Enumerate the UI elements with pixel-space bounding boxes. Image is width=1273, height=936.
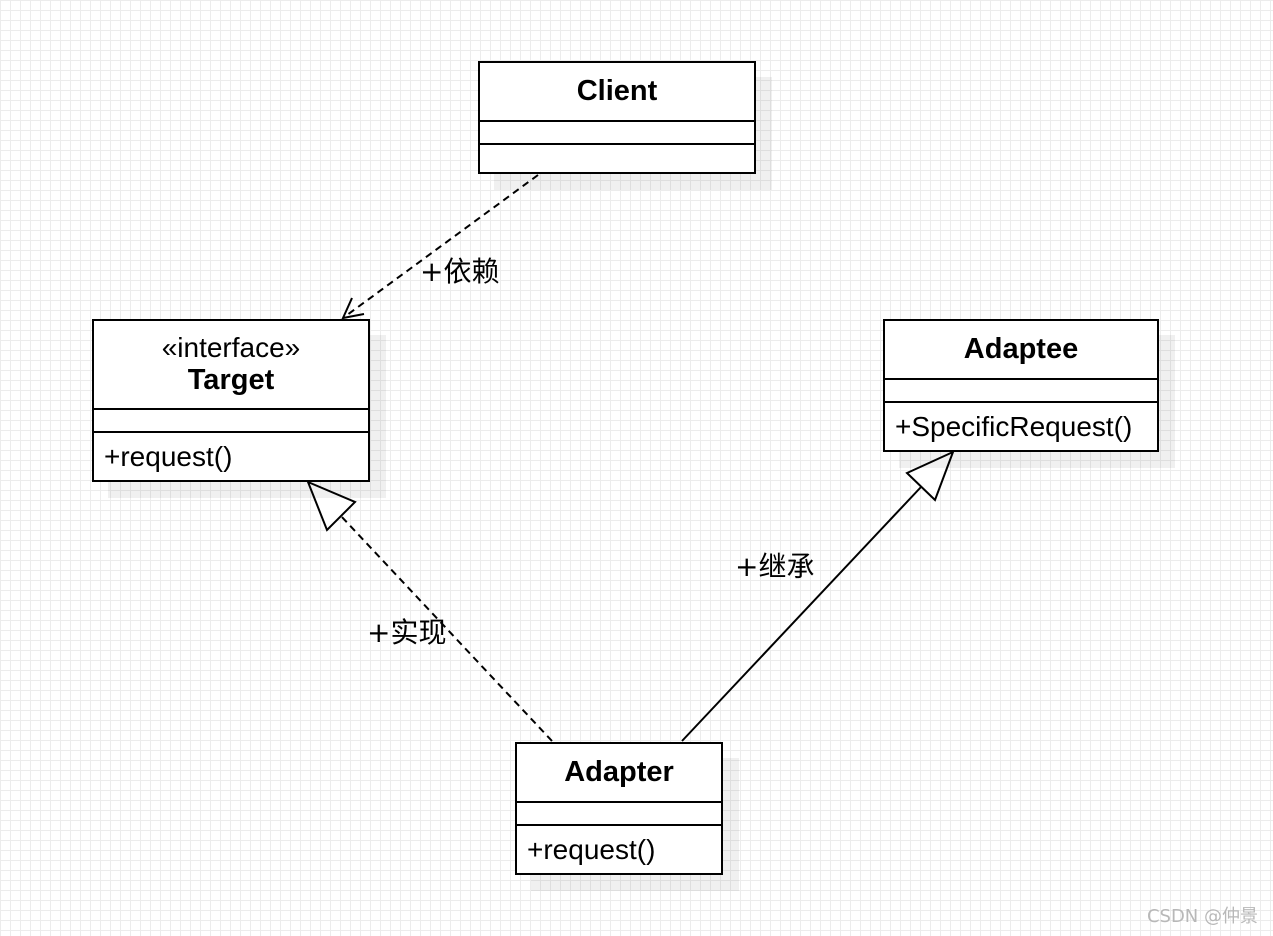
inheritance-label: +继承 — [735, 550, 815, 583]
adaptee-class[interactable]: Adaptee +SpecificRequest() — [883, 319, 1159, 452]
watermark: CSDN @仲景 — [1146, 906, 1258, 927]
adapter-method: +request() — [527, 833, 656, 865]
target-interface-header: «interface» Target — [94, 321, 368, 410]
adaptee-class-header: Adaptee — [885, 321, 1157, 380]
adaptee-method: +SpecificRequest() — [895, 410, 1133, 442]
realization-label: +实现 — [367, 616, 447, 649]
target-interface[interactable]: «interface» Target +request() — [92, 319, 370, 482]
target-method: +request() — [104, 440, 233, 472]
adapter-class-name: Adapter — [564, 755, 674, 788]
client-class[interactable]: Client — [478, 61, 756, 174]
dependency-label: +依赖 — [420, 255, 500, 288]
inheritance-connector[interactable] — [681, 450, 955, 742]
client-class-header: Client — [480, 63, 754, 122]
adapter-class-header: Adapter — [517, 744, 721, 803]
client-class-name: Client — [576, 74, 658, 107]
adaptee-attributes-compartment — [885, 380, 1157, 403]
realization-connector[interactable] — [306, 480, 553, 742]
client-methods-compartment — [480, 145, 754, 172]
target-stereotype: «interface» — [161, 331, 301, 363]
target-attributes-compartment — [94, 410, 368, 433]
target-class-name: Target — [187, 363, 275, 396]
adapter-class[interactable]: Adapter +request() — [515, 742, 723, 875]
adaptee-class-name: Adaptee — [963, 332, 1079, 365]
dependency-connector[interactable] — [341, 174, 539, 320]
client-attributes-compartment — [480, 122, 754, 145]
adapter-attributes-compartment — [517, 803, 721, 826]
